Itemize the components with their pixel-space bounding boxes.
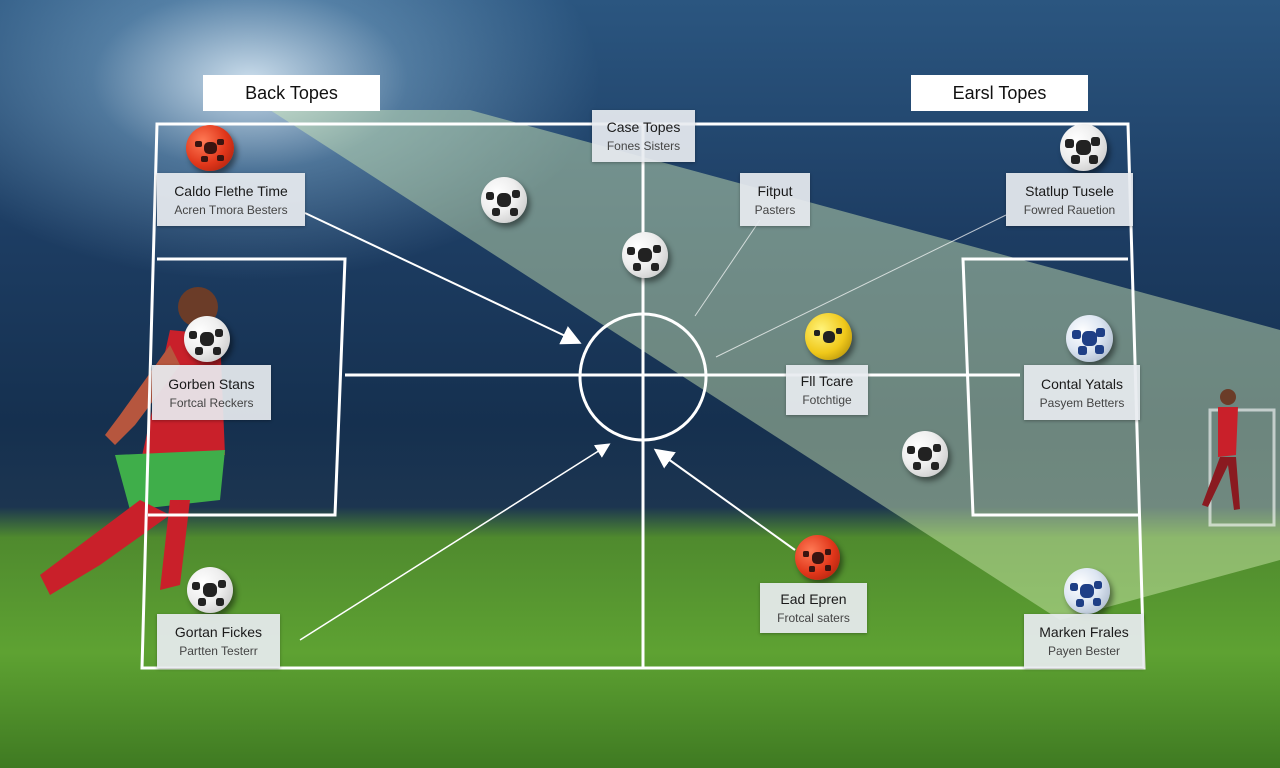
soccer-ball-icon bbox=[186, 125, 234, 171]
soccer-ball-icon bbox=[902, 431, 948, 477]
label-subtitle: Pasters bbox=[754, 202, 796, 217]
arrow bbox=[653, 448, 796, 551]
label-title: Case Topes bbox=[606, 119, 681, 135]
label-title: Ead Epren bbox=[780, 591, 847, 607]
arrow bbox=[304, 212, 582, 345]
label-title: Marken Frales bbox=[1039, 624, 1129, 640]
label-left-bottom: Gortan Fickes Partten Testerr bbox=[157, 614, 280, 668]
label-subtitle: Frotcal saters bbox=[777, 611, 850, 625]
left-penalty-box bbox=[148, 257, 347, 517]
soccer-ball-icon bbox=[481, 177, 527, 223]
soccer-ball-icon bbox=[1064, 568, 1110, 614]
soccer-ball-icon bbox=[187, 567, 233, 613]
label-subtitle: Payen Bester bbox=[1047, 644, 1121, 658]
arrow bbox=[299, 443, 611, 641]
soccer-ball-icon bbox=[1066, 315, 1113, 362]
center-circle bbox=[578, 312, 708, 442]
label-title: Gortan Fickes bbox=[174, 624, 263, 640]
right-penalty-box bbox=[961, 257, 1138, 517]
label-center-right-bottom: Ead Epren Frotcal saters bbox=[760, 583, 867, 633]
label-left-mid: Gorben Stans Fortcal Reckers bbox=[152, 365, 271, 420]
label-title: Caldo Flethe Time bbox=[174, 182, 288, 199]
label-title: Gorben Stans bbox=[168, 375, 255, 392]
label-subtitle: Fones Sisters bbox=[606, 139, 681, 153]
label-subtitle: Fowred Rauetion bbox=[1023, 202, 1116, 217]
label-right-top: Statlup Tusele Fowred Rauetion bbox=[1006, 173, 1133, 226]
label-title: Fitput bbox=[757, 182, 793, 199]
soccer-ball-icon bbox=[622, 232, 668, 278]
soccer-ball-icon bbox=[1060, 124, 1107, 171]
label-center-top: Case Topes Fones Sisters bbox=[592, 110, 695, 162]
field-boundary bbox=[140, 122, 1146, 670]
label-right-bottom: Marken Frales Payen Bester bbox=[1024, 614, 1144, 668]
soccer-ball-icon bbox=[795, 535, 840, 580]
header-right: Earsl Topes bbox=[911, 75, 1088, 111]
label-subtitle: Acren Tmora Besters bbox=[174, 202, 288, 217]
label-title: Contal Yatals bbox=[1041, 375, 1123, 392]
label-title: Statlup Tusele bbox=[1025, 182, 1114, 199]
goalkeeper-figure bbox=[1202, 389, 1276, 527]
label-subtitle: Fotchtige bbox=[802, 393, 852, 407]
soccer-ball-icon bbox=[184, 316, 230, 362]
label-subtitle: Fortcal Reckers bbox=[169, 395, 254, 410]
soccer-ball-icon bbox=[805, 313, 852, 360]
stadium-light-glow bbox=[0, 0, 600, 300]
label-subtitle: Partten Testerr bbox=[179, 644, 258, 658]
arrow bbox=[715, 214, 1007, 358]
label-subtitle: Pasyem Betters bbox=[1039, 395, 1125, 410]
label-right-mid: Contal Yatals Pasyem Betters bbox=[1024, 365, 1140, 420]
label-left-top: Caldo Flethe Time Acren Tmora Besters bbox=[157, 173, 305, 226]
label-center-right-mid: Fll Tcare Fotchtige bbox=[786, 365, 868, 415]
label-title: Fll Tcare bbox=[800, 373, 854, 389]
label-mid-top: Fitput Pasters bbox=[740, 173, 810, 226]
header-left: Back Topes bbox=[203, 75, 380, 111]
player-left-figure bbox=[40, 287, 225, 595]
arrow bbox=[694, 219, 761, 317]
